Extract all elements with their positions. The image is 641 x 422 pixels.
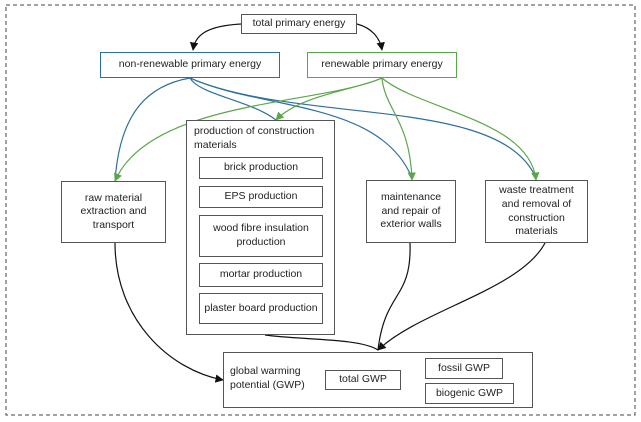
- node-renewable-primary-energy: renewable primary energy: [307, 52, 457, 78]
- node-total-gwp: total GWP: [325, 370, 401, 390]
- edge-raw-to-gwp: [114, 242, 224, 383]
- gwp-title: global warming potential (GWP): [230, 365, 305, 391]
- node-non-renewable-primary-energy: non-renewable primary energy: [100, 52, 280, 78]
- edge-maintenance-to-gwp: [377, 242, 411, 351]
- edge-renewable-to-waste: [381, 77, 540, 181]
- production-title: production of construction materials: [194, 125, 315, 151]
- production-item-plaster-board: plaster board production: [199, 293, 323, 324]
- edge-nonrenewable-to-raw: [114, 77, 191, 182]
- production-item-brick: brick production: [199, 157, 323, 179]
- node-biogenic-gwp: biogenic GWP: [425, 383, 514, 404]
- edge-waste-to-gwp: [377, 242, 546, 351]
- node-total-primary-energy: total primary energy: [241, 14, 357, 34]
- outer-frame: [5, 4, 636, 416]
- edge-production-to-gwp: [264, 334, 379, 351]
- edge-nonrenewable-to-waste: [189, 77, 537, 179]
- production-item-mortar: mortar production: [199, 263, 323, 287]
- node-raw-material-extraction: raw material extraction and transport: [61, 181, 166, 243]
- edge-total-to-non-renewable: [189, 23, 242, 51]
- edge-renewable-to-production: [275, 77, 383, 121]
- production-item-wood-fibre: wood fibre insulation production: [199, 215, 323, 257]
- node-maintenance-and-repair: maintenance and repair of exterior walls: [366, 180, 456, 243]
- edge-total-to-renewable: [356, 23, 385, 51]
- edge-nonrenewable-to-production: [189, 77, 277, 121]
- edge-renewable-to-maintenance: [381, 77, 416, 181]
- node-waste-treatment: waste treatment and removal of construct…: [485, 180, 588, 243]
- node-fossil-gwp: fossil GWP: [425, 358, 503, 379]
- production-item-eps: EPS production: [199, 186, 323, 208]
